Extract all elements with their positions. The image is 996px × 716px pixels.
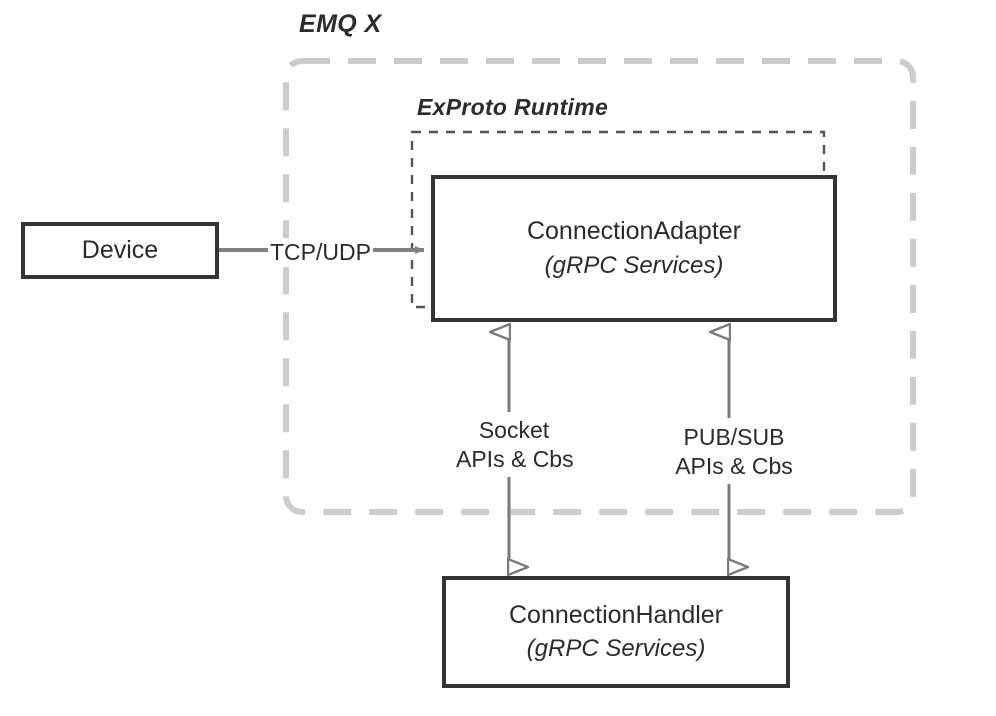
edge-label-tcp-udp: TCP/UDP xyxy=(268,238,373,268)
edge-label-pubsub-line1: PUB/SUB xyxy=(683,424,785,450)
exproto-runtime-group-label: ExProto Runtime xyxy=(417,94,609,120)
node-connection-adapter-title: ConnectionAdapter xyxy=(526,217,742,246)
node-connection-adapter[interactable]: ConnectionAdapter (gRPC Services) xyxy=(431,175,837,322)
node-connection-handler[interactable]: ConnectionHandler (gRPC Services) xyxy=(442,576,790,688)
node-connection-handler-subtitle: (gRPC Services) xyxy=(526,635,706,663)
node-connection-handler-title: ConnectionHandler xyxy=(508,600,724,629)
node-device[interactable]: Device xyxy=(21,222,219,279)
edge-label-socket-line1: Socket xyxy=(478,417,550,443)
edge-label-socket: Socket APIs & Cbs xyxy=(452,414,576,477)
edge-label-socket-line2: APIs & Cbs xyxy=(456,446,574,473)
edge-label-pubsub-line2: APIs & Cbs xyxy=(675,453,793,480)
emqx-boundary xyxy=(283,58,916,515)
node-connection-adapter-subtitle: (gRPC Services) xyxy=(544,251,724,279)
edge-label-pubsub: PUB/SUB APIs & Cbs xyxy=(665,421,803,484)
emqx-group-label: EMQ X xyxy=(299,10,382,38)
node-device-title: Device xyxy=(81,235,159,264)
